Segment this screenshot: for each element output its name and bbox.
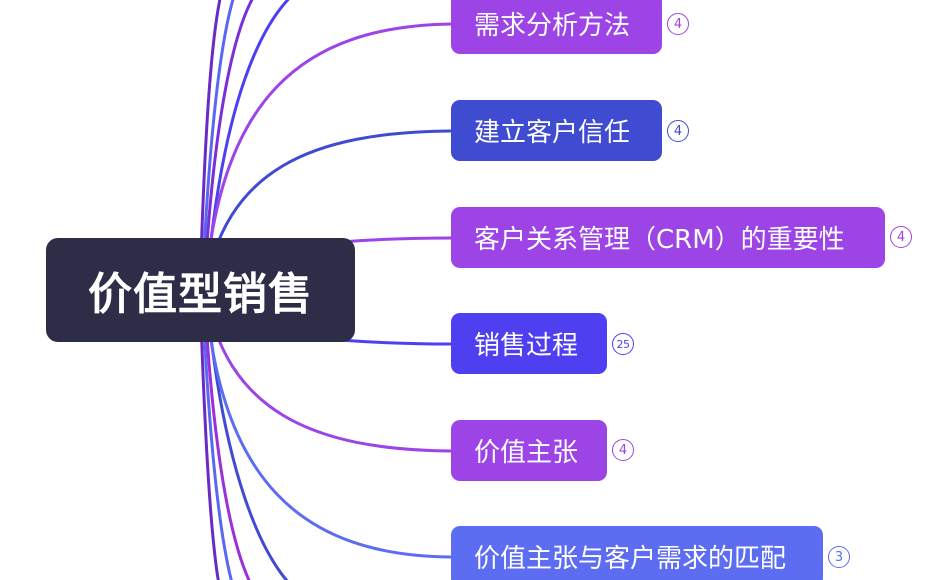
- topic-value-proposition-count-badge[interactable]: 4: [612, 439, 634, 461]
- connector-offscreen-bottom-2: [200, 289, 233, 580]
- topic-value-needs-match-count-badge[interactable]: 3: [828, 546, 850, 568]
- connector-offscreen-bottom-1: [198, 289, 220, 580]
- connector-offscreen-bottom-3: [202, 289, 251, 580]
- topic-crm-importance-count-badge[interactable]: 4: [890, 226, 912, 248]
- topic-build-trust[interactable]: 建立客户信任: [451, 100, 662, 161]
- connector-topic-1: [203, 22, 453, 291]
- topic-crm-importance[interactable]: 客户关系管理（CRM）的重要性: [451, 207, 885, 268]
- topic-sales-process[interactable]: 销售过程: [451, 313, 607, 374]
- connector-topic-3: [339, 236, 453, 244]
- root-topic[interactable]: 价值型销售: [46, 238, 355, 342]
- connector-offscreen-top-2: [200, 0, 235, 291]
- connector-topic-4: [339, 338, 453, 346]
- topic-build-trust-count-badge[interactable]: 4: [667, 120, 689, 142]
- connector-offscreen-top-3: [202, 0, 254, 291]
- topic-sales-process-count-badge[interactable]: 25: [612, 333, 634, 355]
- topic-value-needs-match[interactable]: 价值主张与客户需求的匹配: [451, 526, 823, 580]
- topic-needs-analysis[interactable]: 需求分析方法: [451, 0, 662, 54]
- connector-topic-6: [203, 289, 453, 559]
- topic-needs-analysis-count-badge[interactable]: 4: [667, 13, 689, 35]
- connector-offscreen-top-1: [198, 0, 222, 291]
- topic-value-proposition[interactable]: 价值主张: [451, 420, 607, 481]
